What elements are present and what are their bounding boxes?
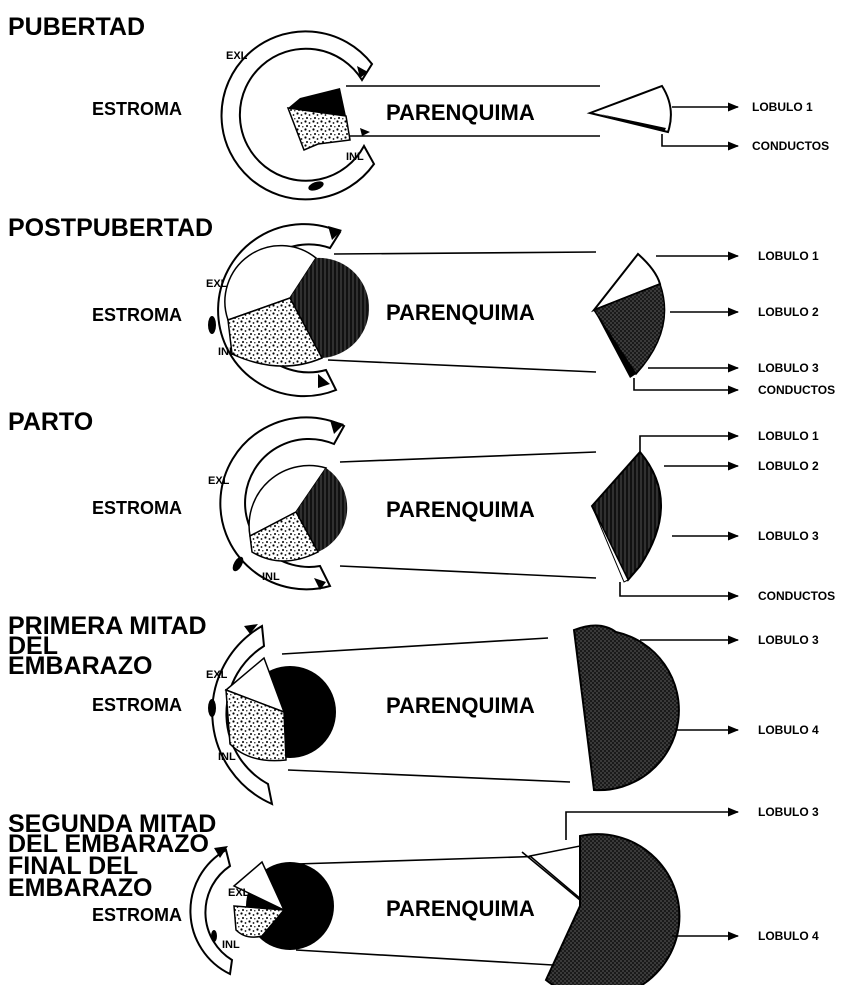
parenquima-label: PARENQUIMA <box>386 693 535 718</box>
connector-line <box>340 452 596 462</box>
lobule-cone <box>590 86 671 132</box>
connector-line <box>296 950 570 966</box>
connector-line <box>296 856 548 864</box>
connector-line <box>328 360 596 372</box>
inl-label: INL <box>218 346 236 358</box>
inl-label: INL <box>262 571 280 583</box>
stage-pubertad: PUBERTAD ESTROMA EXL INL PARENQUIMA LOBU… <box>8 13 829 199</box>
lobulo-label: LOBULO 2 <box>758 305 819 319</box>
inl-label: INL <box>222 939 240 951</box>
stage-title: PUBERTAD <box>8 13 145 41</box>
lobule-pacman <box>530 846 582 900</box>
stage-parto: PARTO ESTROMA EXL INL PARENQUIMA LOBULO … <box>8 408 835 603</box>
conductos-label: CONDUCTOS <box>758 383 835 397</box>
stage-title: EMBARAZO <box>8 874 152 902</box>
connector-line <box>288 770 570 782</box>
inl-label: INL <box>346 151 364 163</box>
stage-segunda-mitad: SEGUNDA MITAD DEL EMBARAZO FINAL DEL EMB… <box>8 805 819 985</box>
estroma-label: ESTROMA <box>92 695 182 715</box>
arrow <box>640 436 738 452</box>
arrow <box>620 582 738 596</box>
parenquima-label: PARENQUIMA <box>386 497 535 522</box>
arrow <box>634 378 738 390</box>
connector-line <box>334 252 596 254</box>
lobulo-label: LOBULO 3 <box>758 633 819 647</box>
exl-label: EXL <box>208 475 230 487</box>
parenquima-label: PARENQUIMA <box>386 100 535 125</box>
estroma-label: ESTROMA <box>92 498 182 518</box>
estroma-label: ESTROMA <box>92 305 182 325</box>
exl-label: EXL <box>206 669 228 681</box>
conductos-label: CONDUCTOS <box>758 589 835 603</box>
lobulo-label: LOBULO 2 <box>758 459 819 473</box>
lobulo-label: LOBULO 3 <box>758 805 819 819</box>
notch-mark <box>360 128 370 136</box>
lobulo-label: LOBULO 1 <box>758 429 819 443</box>
parenquima-label: PARENQUIMA <box>386 896 535 921</box>
conductos-label: CONDUCTOS <box>752 139 829 153</box>
exl-label: EXL <box>206 278 228 290</box>
arrow <box>662 134 738 146</box>
stroma-spot <box>211 930 217 942</box>
stroma-spot <box>208 316 216 334</box>
connector-line <box>282 638 548 654</box>
lobulo-label: LOBULO 1 <box>758 249 819 263</box>
stroma-spot <box>231 555 246 573</box>
estroma-label: ESTROMA <box>92 99 182 119</box>
notch-mark <box>330 420 344 434</box>
stroma-spot <box>208 699 216 717</box>
exl-label: EXL <box>228 887 250 899</box>
lobulo-label: LOBULO 4 <box>758 723 819 737</box>
lobulo-label: LOBULO 3 <box>758 529 819 543</box>
exl-label: EXL <box>226 50 248 62</box>
lobulo-label: LOBULO 4 <box>758 929 819 943</box>
inl-label: INL <box>218 751 236 763</box>
lobule-shape <box>592 452 661 580</box>
connector-line <box>340 566 596 578</box>
stage-title: PARTO <box>8 408 93 436</box>
stage-primera-mitad: PRIMERA MITAD DEL EMBARAZO ESTROMA EXL I… <box>8 612 819 804</box>
lobule-halfdisc <box>574 625 679 790</box>
stage-title: EMBARAZO <box>8 652 152 680</box>
parenquima-label: PARENQUIMA <box>386 300 535 325</box>
estroma-label: ESTROMA <box>92 905 182 925</box>
stage-title: POSTPUBERTAD <box>8 214 213 242</box>
stage-postpubertad: POSTPUBERTAD ESTROMA EXL INL PARENQUIMA … <box>8 214 835 397</box>
lobulo-label: LOBULO 3 <box>758 361 819 375</box>
lobulo-label: LOBULO 1 <box>752 100 813 114</box>
stroma-ring <box>190 850 232 974</box>
